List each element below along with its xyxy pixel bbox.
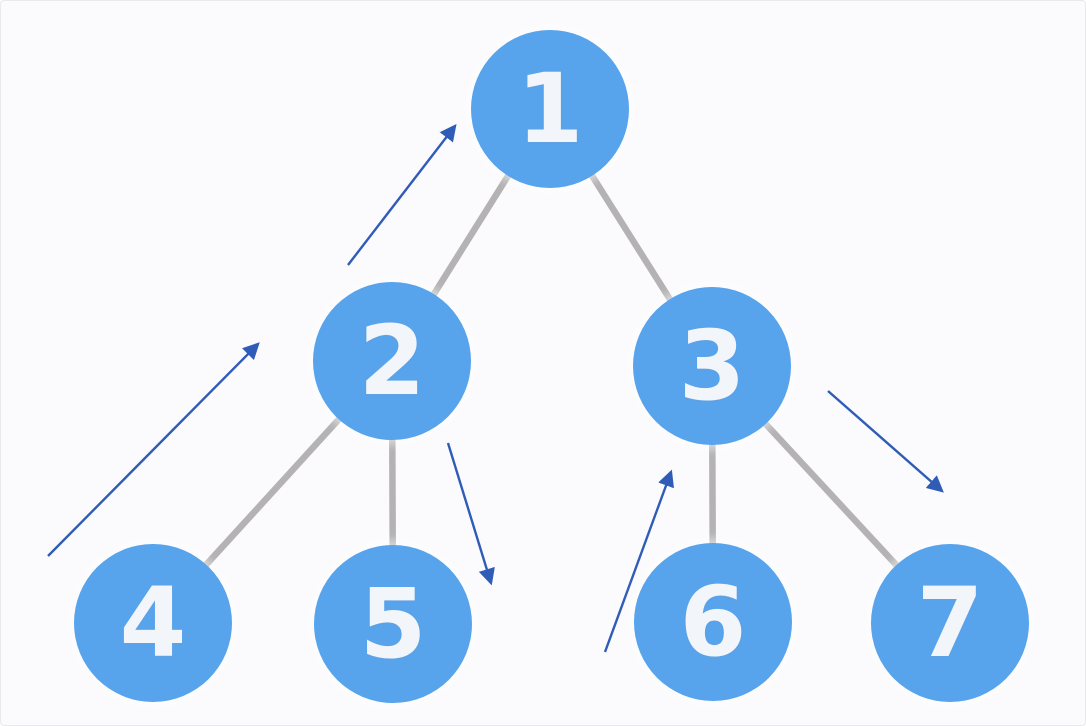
arrow-up-to-node-1-icon [347,124,457,266]
arrow-down-from-node-3-icon [827,390,944,493]
node-7-label: 7 [916,567,984,679]
node-1-label: 1 [516,53,584,165]
node-5-label: 5 [359,568,427,680]
node-4-label: 4 [119,567,187,679]
node-2-label: 2 [358,305,426,417]
tree-node-1: 1 [471,30,629,188]
arrow-up-to-node-2-icon [47,342,260,557]
node-3-label: 3 [678,310,746,422]
tree-node-7: 7 [871,544,1029,702]
tree-node-2: 2 [313,282,471,440]
arrow-down-from-node-2-icon [446,442,495,586]
tree-node-6: 6 [634,543,792,701]
tree-node-3: 3 [633,287,791,445]
tree-node-5: 5 [314,545,472,703]
tree-node-4: 4 [74,544,232,702]
arrow-up-to-node-3-icon [603,469,674,653]
node-6-label: 6 [679,566,747,678]
